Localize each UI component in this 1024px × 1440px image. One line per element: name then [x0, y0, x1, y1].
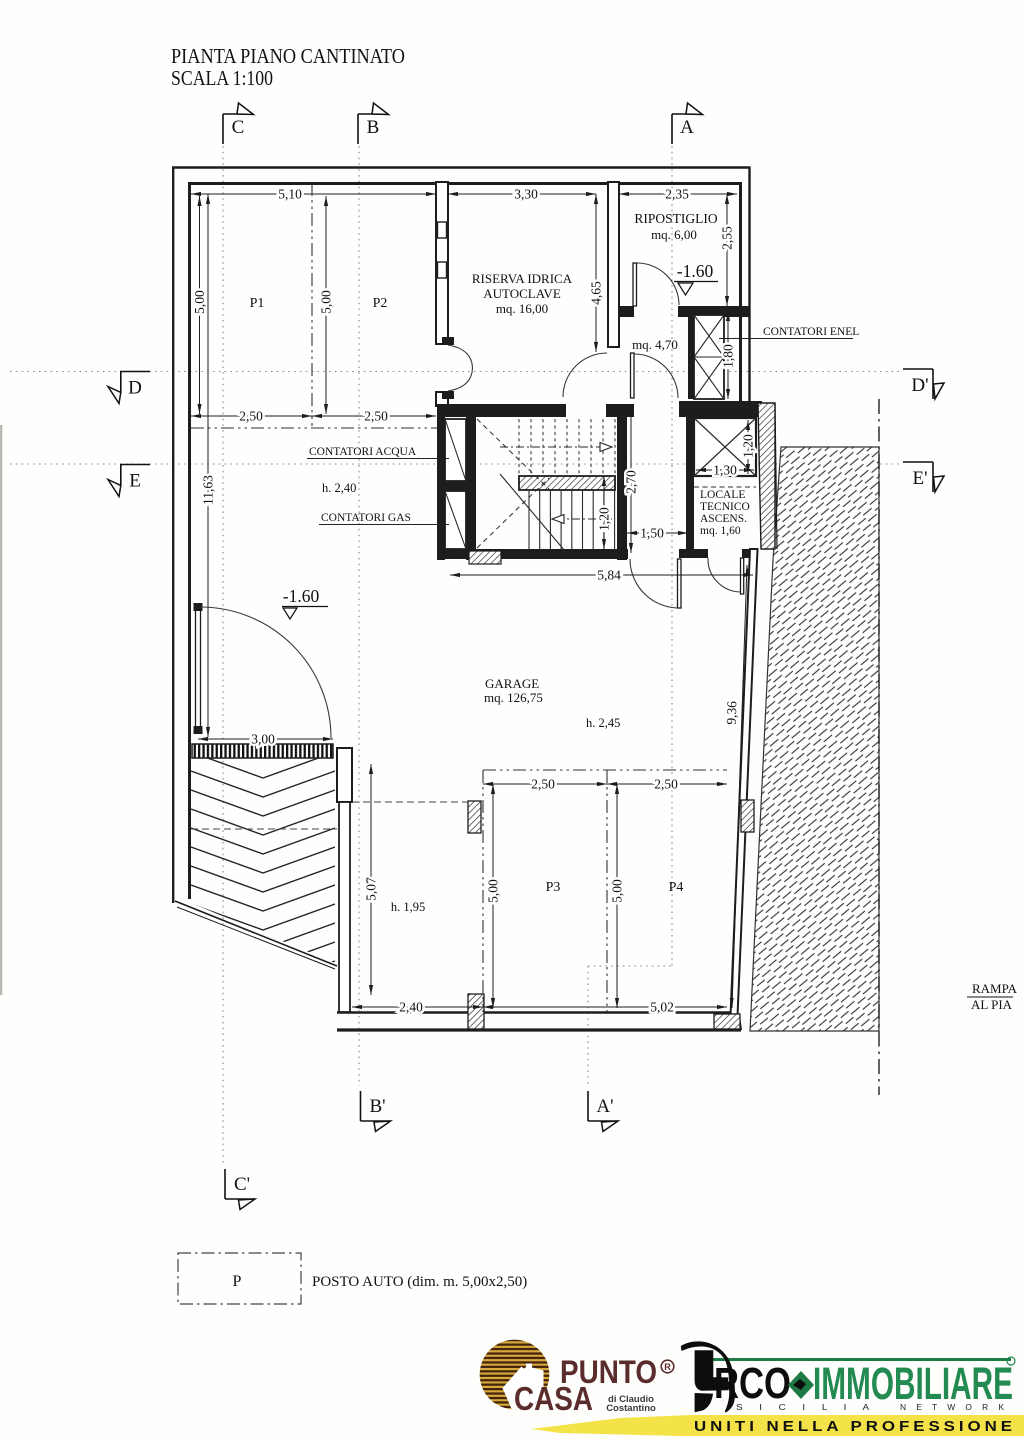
svg-text:2,35: 2,35 — [665, 187, 689, 202]
svg-text:UNITI NELLA PROFESSIONE: UNITI NELLA PROFESSIONE — [694, 1419, 1016, 1435]
svg-text:ASCENS.: ASCENS. — [700, 513, 747, 525]
svg-text:PIANTA PIANO CANTINATO: PIANTA PIANO CANTINATO — [171, 44, 405, 68]
svg-text:mq. 6,00: mq. 6,00 — [651, 227, 697, 242]
svg-text:A': A' — [596, 1096, 613, 1117]
svg-text:2,40: 2,40 — [399, 1000, 423, 1015]
svg-text:P4: P4 — [669, 880, 684, 895]
svg-text:AUTOCLAVE: AUTOCLAVE — [483, 286, 561, 301]
svg-text:5,00: 5,00 — [610, 879, 625, 903]
svg-text:h. 2,40: h. 2,40 — [322, 481, 356, 495]
svg-text:-1.60: -1.60 — [283, 586, 320, 606]
svg-text:GARAGE: GARAGE — [485, 676, 539, 691]
svg-text:SCALA 1:100: SCALA 1:100 — [171, 66, 273, 90]
svg-text:AL PIA: AL PIA — [971, 997, 1013, 1012]
svg-text:2,50: 2,50 — [364, 409, 388, 424]
svg-text:5,10: 5,10 — [278, 187, 302, 202]
svg-text:P3: P3 — [546, 880, 561, 895]
svg-text:3,00: 3,00 — [251, 732, 275, 747]
svg-text:mq. 4,70: mq. 4,70 — [632, 337, 678, 352]
svg-text:B: B — [367, 117, 380, 138]
svg-text:2,55: 2,55 — [720, 226, 735, 250]
svg-text:2,50: 2,50 — [239, 409, 263, 424]
svg-text:5,84: 5,84 — [597, 568, 621, 583]
svg-text:1,20: 1,20 — [741, 434, 756, 458]
svg-text:CONTATORI GAS: CONTATORI GAS — [321, 512, 411, 524]
svg-text:mq. 1,60: mq. 1,60 — [700, 525, 741, 537]
svg-text:IMMOBILIARE: IMMOBILIARE — [813, 1358, 1013, 1409]
svg-text:N E T W O R K: N E T W O R K — [900, 1402, 1008, 1412]
svg-text:TECNICO: TECNICO — [700, 501, 750, 513]
svg-text:A: A — [680, 117, 694, 138]
svg-text:B': B' — [369, 1096, 385, 1117]
svg-text:RIPOSTIGLIO: RIPOSTIGLIO — [634, 211, 717, 226]
svg-text:C: C — [232, 117, 245, 138]
svg-text:2,50: 2,50 — [531, 777, 555, 792]
svg-text:9,36: 9,36 — [724, 701, 740, 725]
svg-text:RISERVA IDRICA: RISERVA IDRICA — [472, 271, 573, 286]
svg-text:3,30: 3,30 — [514, 187, 538, 202]
svg-text:2,50: 2,50 — [654, 777, 678, 792]
svg-text:POSTO AUTO (dim. m. 5,00x2,50): POSTO AUTO (dim. m. 5,00x2,50) — [312, 1274, 527, 1290]
svg-text:di Claudio: di Claudio — [608, 1394, 654, 1405]
svg-text:h. 2,45: h. 2,45 — [586, 716, 620, 730]
svg-text:LOCALE: LOCALE — [700, 489, 745, 501]
svg-text:E: E — [129, 471, 141, 492]
svg-text:1,80: 1,80 — [721, 344, 736, 368]
svg-text:E': E' — [912, 468, 927, 489]
svg-text:5,07: 5,07 — [364, 877, 379, 901]
svg-text:1,20: 1,20 — [597, 507, 612, 531]
svg-text:CONTATORI ACQUA: CONTATORI ACQUA — [309, 446, 417, 458]
svg-text:5,00: 5,00 — [319, 290, 334, 314]
svg-text:-1.60: -1.60 — [677, 261, 714, 281]
svg-text:11,63: 11,63 — [201, 475, 216, 505]
svg-text:Costantino: Costantino — [606, 1403, 656, 1414]
svg-text:C': C' — [234, 1174, 250, 1195]
svg-text:CONTATORI ENEL: CONTATORI ENEL — [763, 326, 859, 338]
svg-text:P1: P1 — [250, 296, 265, 311]
svg-text:5,00: 5,00 — [192, 290, 207, 314]
svg-text:1,30: 1,30 — [713, 463, 737, 478]
svg-text:R: R — [664, 1362, 671, 1372]
svg-text:mq. 16,00: mq. 16,00 — [496, 301, 548, 316]
svg-text:5,00: 5,00 — [486, 879, 501, 903]
svg-text:5,02: 5,02 — [650, 1000, 674, 1015]
svg-text:mq. 126,75: mq. 126,75 — [484, 690, 543, 705]
svg-text:S I C I L I A: S I C I L I A — [736, 1402, 876, 1412]
svg-text:P: P — [233, 1273, 242, 1290]
svg-text:PUNTO: PUNTO — [560, 1354, 657, 1390]
svg-text:RCO: RCO — [714, 1359, 791, 1408]
svg-text:D: D — [128, 378, 142, 399]
svg-text:2,70: 2,70 — [624, 470, 639, 494]
svg-text:RAMPA: RAMPA — [972, 981, 1018, 996]
svg-text:4,65: 4,65 — [589, 281, 604, 305]
svg-text:h. 1,95: h. 1,95 — [391, 900, 425, 914]
svg-text:P2: P2 — [373, 296, 388, 311]
svg-text:CASA: CASA — [514, 1380, 593, 1417]
svg-text:D': D' — [911, 375, 928, 396]
svg-text:1,50: 1,50 — [640, 526, 664, 541]
